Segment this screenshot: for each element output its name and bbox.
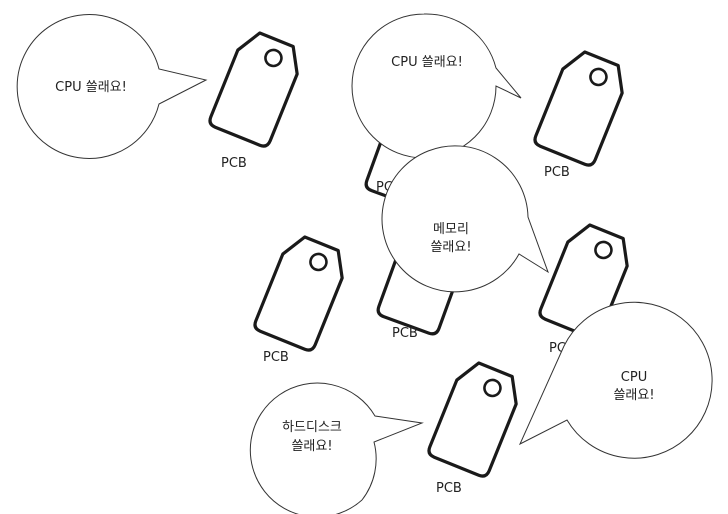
speech-bubble-cpu-right: CPU 쓸래요!: [518, 301, 713, 459]
tag-hole-icon: [594, 240, 613, 260]
pcb-label: PCB: [436, 481, 462, 496]
speech-bubble-shape: [518, 301, 713, 459]
speech-bubble-cpu-left: CPU 쓸래요!: [16, 14, 208, 159]
bubble-text: 쓸래요!: [613, 388, 654, 403]
speech-bubble-cpu-top: CPU 쓸래요!: [351, 13, 522, 159]
tag-hole-icon: [589, 67, 608, 87]
pcb-label: PCB: [544, 165, 570, 180]
speech-bubble-shape: [381, 145, 549, 293]
pcb-tag-bottom: [427, 361, 518, 478]
speech-bubble-memory: 메모리 쓸래요!: [381, 145, 549, 293]
tag-icon: [208, 31, 299, 148]
pcb-label: PCB: [221, 156, 247, 171]
tag-icon: [253, 235, 344, 352]
tag-icon: [427, 361, 518, 478]
tag-hole-icon: [264, 48, 283, 68]
pcb-label: PCB: [392, 326, 418, 341]
bubble-text: CPU: [621, 370, 647, 385]
speech-bubble-shape: [351, 13, 522, 159]
pcb-tag-middle-left: [253, 235, 344, 352]
tag-icon: [533, 50, 624, 167]
bubble-text: 쓸래요!: [291, 439, 332, 454]
pcb-tag-top-left: [208, 31, 299, 148]
bubble-text: 하드디스크: [282, 420, 342, 435]
bubble-text: 쓸래요!: [430, 240, 471, 255]
speech-bubble-shape: [249, 382, 424, 514]
speech-bubble-harddisk: 하드디스크 쓸래요!: [249, 382, 424, 514]
tag-hole-icon: [309, 252, 328, 272]
bubble-text: 메모리: [433, 222, 469, 237]
pcb-tag-top-right: [533, 50, 624, 167]
pcb-label: PCB: [263, 350, 289, 365]
tag-hole-icon: [483, 378, 502, 398]
bubble-text: CPU 쓸래요!: [55, 80, 127, 95]
bubble-text: CPU 쓸래요!: [391, 55, 463, 70]
speech-bubble-shape: [16, 14, 208, 159]
